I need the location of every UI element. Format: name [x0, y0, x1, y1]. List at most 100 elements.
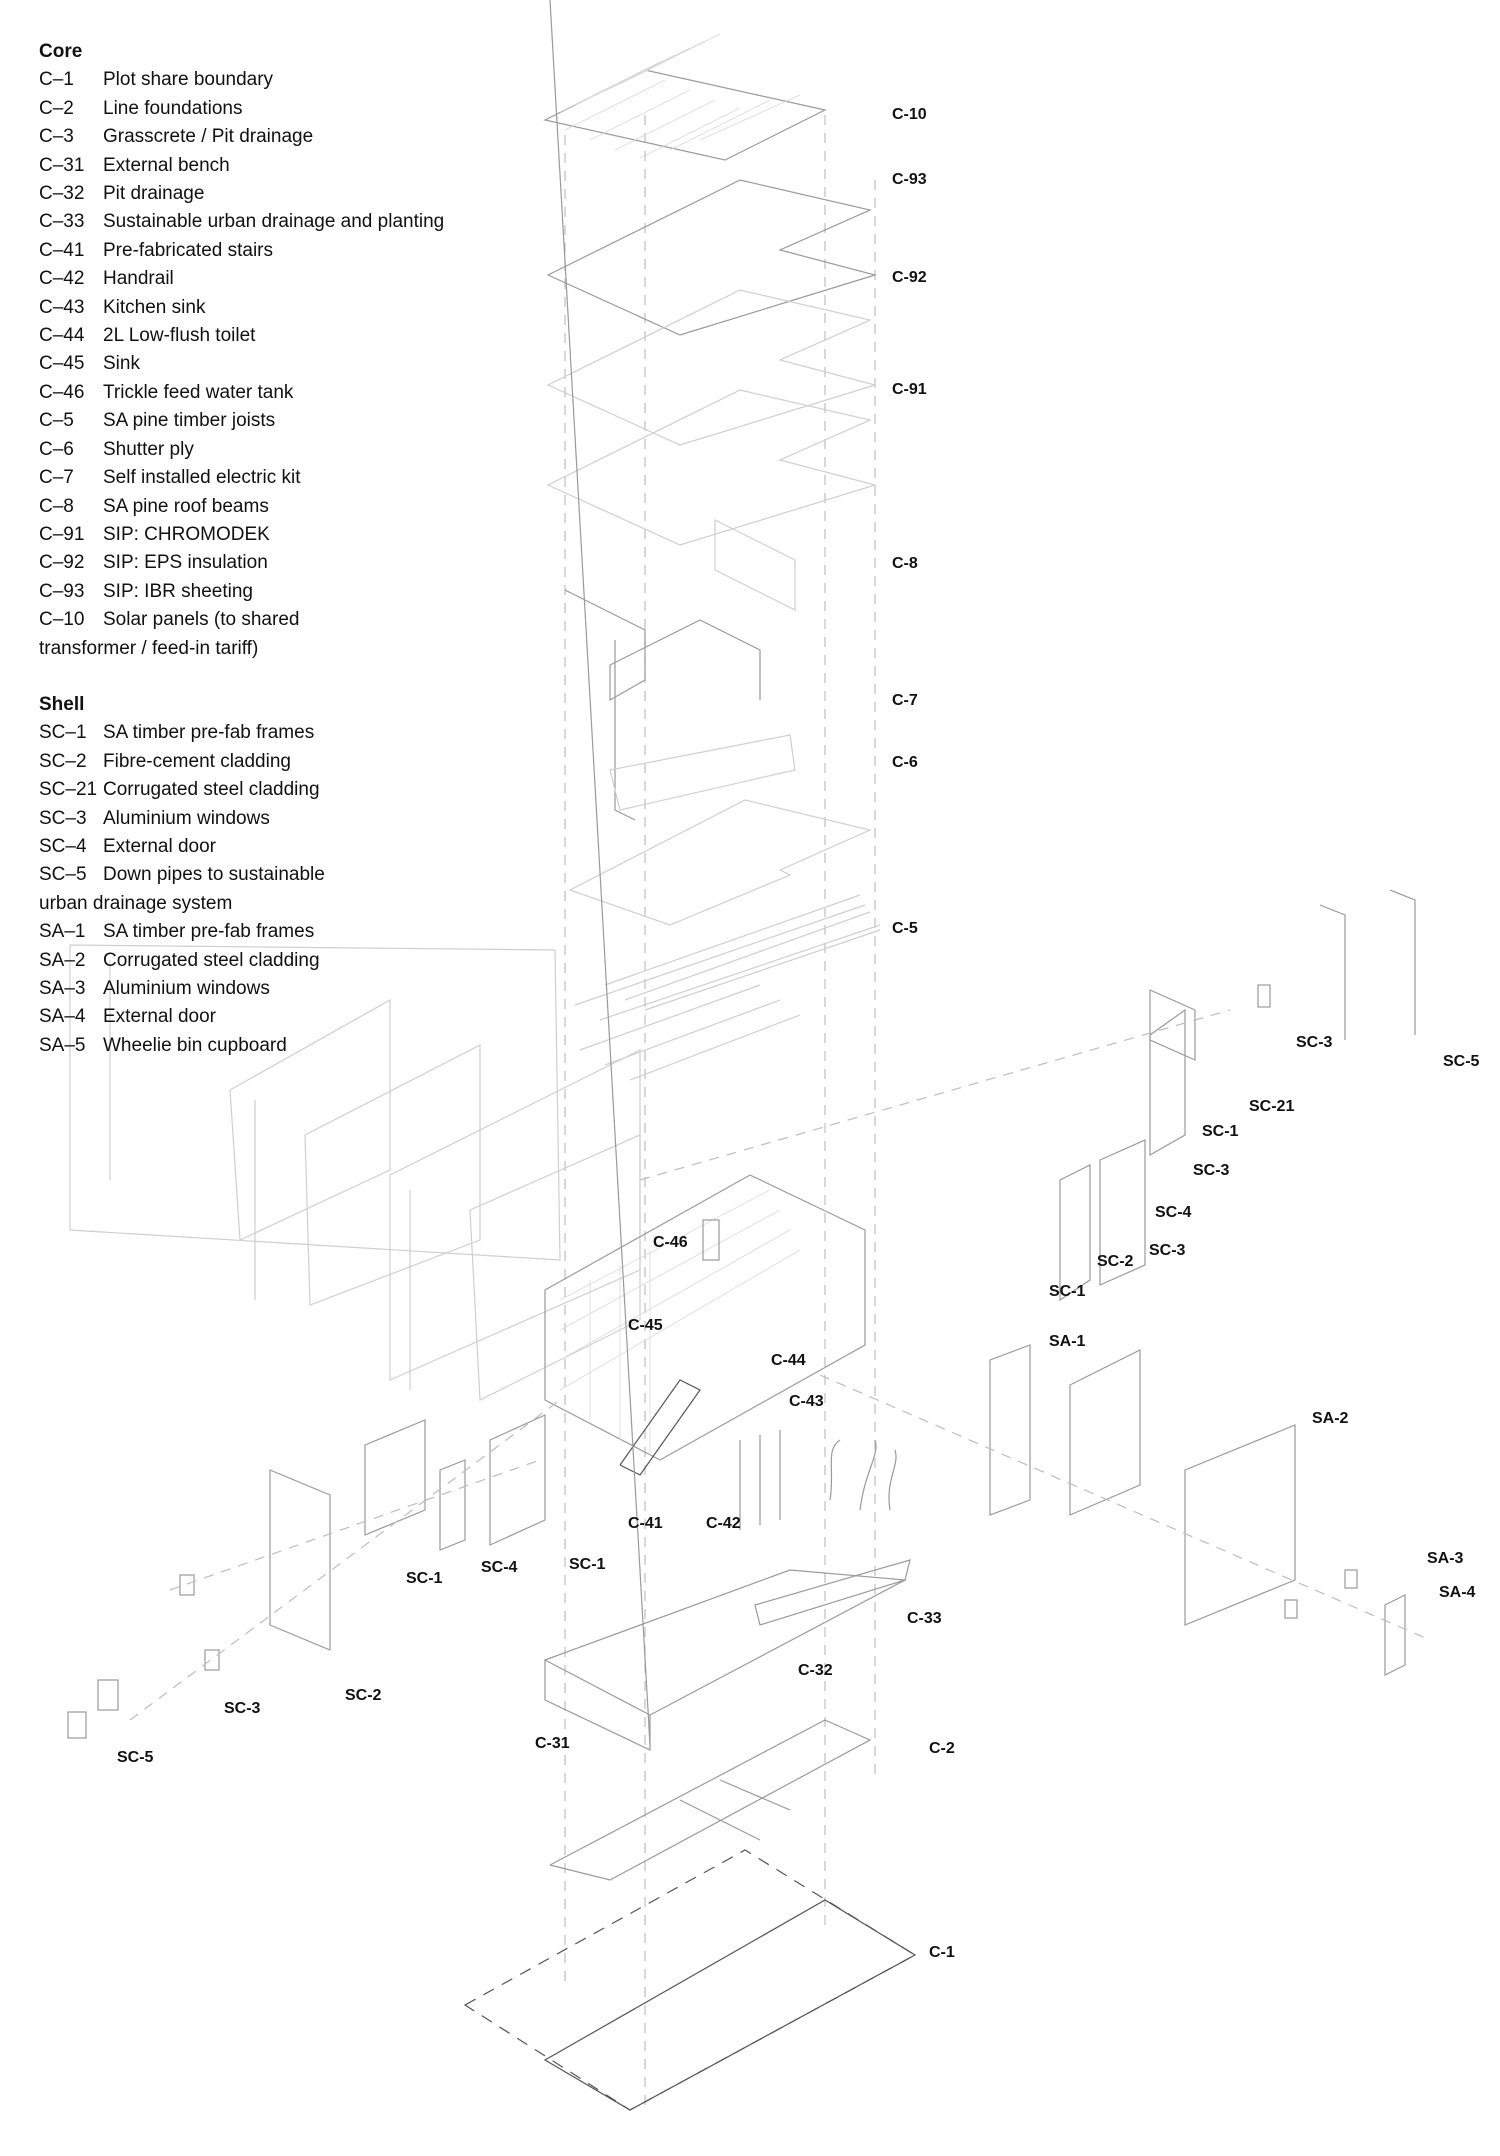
drainage-and-bench: [543, 0, 911, 1751]
legend-description: External door: [103, 835, 217, 857]
label-sc4-right: SC-4: [1155, 1204, 1192, 1221]
label-sc1-left-a: SC-1: [406, 1570, 443, 1587]
label-sc5-right: SC-5: [1443, 1053, 1480, 1070]
legend-code: SA–2: [39, 949, 86, 971]
legend-code: C–46: [39, 381, 85, 403]
legend-item: C–93 SIP: IBR sheeting: [39, 578, 499, 606]
label-sc1-left-b: SC-1: [569, 1556, 606, 1573]
legend-code: SC–5: [39, 864, 87, 886]
legend-description: 2L Low-flush toilet: [103, 325, 256, 347]
legend-code: C–92: [39, 552, 85, 574]
legend-item: C–42 Handrail: [39, 265, 499, 293]
label-c2: C-2: [929, 1740, 955, 1757]
label-sc2-left: SC-2: [345, 1687, 382, 1704]
legend-code: C–93: [39, 580, 85, 602]
legend-code: C–33: [39, 211, 85, 233]
roof-beams-frame: [714, 519, 796, 611]
legend-item: C–3 Grasscrete / Pit drainage: [39, 123, 499, 151]
legend-item: C–10 Solar panels (to shared: [39, 606, 499, 634]
legend-description: Self installed electric kit: [103, 467, 301, 489]
legend-item: C–44 2L Low-flush toilet: [39, 322, 499, 350]
label-sc5-left: SC-5: [117, 1749, 154, 1766]
legend-description: Line foundations: [103, 97, 243, 119]
label-c32: C-32: [798, 1662, 833, 1679]
legend-description: Solar panels (to shared: [103, 609, 300, 631]
legend-code: C–2: [39, 97, 74, 119]
label-sc21: SC-21: [1249, 1098, 1294, 1115]
legend-description: SIP: IBR sheeting: [103, 580, 253, 602]
legend-description: Corrugated steel cladding: [103, 779, 320, 801]
legend-code: C–5: [39, 410, 74, 432]
legend-description: Wheelie bin cupboard: [103, 1034, 287, 1056]
label-c41: C-41: [628, 1515, 663, 1532]
electric-kit-lines: [564, 589, 761, 702]
legend-description: Grasscrete / Pit drainage: [103, 126, 314, 148]
legend-code: C–31: [39, 154, 85, 176]
legend-code: C–10: [39, 609, 85, 631]
label-c45: C-45: [628, 1317, 663, 1334]
legend-description: Pit drainage: [103, 183, 205, 205]
label-c33: C-33: [907, 1610, 942, 1627]
legend-code: SA–4: [39, 1006, 86, 1028]
legend-description: Trickle feed water tank: [103, 381, 294, 403]
legend-item: C–5 SA pine timber joists: [39, 407, 499, 435]
legend-code: C–3: [39, 126, 74, 148]
legend-description: SA pine roof beams: [103, 495, 269, 517]
legend-description: SA timber pre-fab frames: [103, 921, 315, 943]
legend-code: SC–4: [39, 835, 87, 857]
label-c43: C-43: [789, 1393, 824, 1410]
label-sc3-top: SC-3: [1296, 1034, 1333, 1051]
label-sc2-right: SC-2: [1097, 1253, 1134, 1270]
label-c92: C-92: [892, 269, 927, 286]
legend-item: C–45 Sink: [39, 350, 499, 378]
label-sa3: SA-3: [1427, 1550, 1464, 1567]
legend-description: SA timber pre-fab frames: [103, 722, 315, 744]
legend-code: C–44: [39, 325, 85, 347]
legend-code: C–43: [39, 296, 85, 318]
legend-description: SIP: CHROMODEK: [103, 523, 270, 545]
label-c44: C-44: [771, 1352, 806, 1369]
label-c42: C-42: [706, 1515, 741, 1532]
shutter-ply: [568, 799, 872, 926]
label-sa1: SA-1: [1049, 1333, 1086, 1350]
legend-code: C–45: [39, 353, 85, 375]
core-block: [544, 1174, 866, 1530]
legend-core-title: Core: [39, 41, 83, 62]
label-sc1-b: SC-1: [1049, 1283, 1086, 1300]
legend-code: SC–3: [39, 807, 87, 829]
label-c93: C-93: [892, 171, 927, 188]
legend-description: Handrail: [103, 268, 174, 290]
label-c5: C-5: [892, 920, 918, 937]
timber-joists: [574, 894, 881, 1081]
legend-description-continued: urban drainage system: [39, 892, 233, 914]
legend-description: Sink: [103, 353, 140, 375]
label-sc4-left: SC-4: [481, 1559, 518, 1576]
legend-item: C–31 External bench: [39, 152, 499, 180]
label-c10: C-10: [892, 106, 927, 123]
legend-description: Pre-fabricated stairs: [103, 239, 274, 261]
sip-ibr-sheeting: [546, 179, 878, 336]
legend-description: External bench: [103, 154, 230, 176]
legend-code: C–6: [39, 438, 74, 460]
shell-wall-panels: [69, 944, 641, 1401]
line-foundations: [549, 1719, 872, 1881]
legend-code: C–42: [39, 268, 85, 290]
legend-code: C–7: [39, 467, 74, 489]
legend-description: SA pine timber joists: [103, 410, 276, 432]
label-sc3-left: SC-3: [224, 1700, 261, 1717]
label-c8: C-8: [892, 555, 918, 572]
legend-code: C–41: [39, 239, 85, 261]
